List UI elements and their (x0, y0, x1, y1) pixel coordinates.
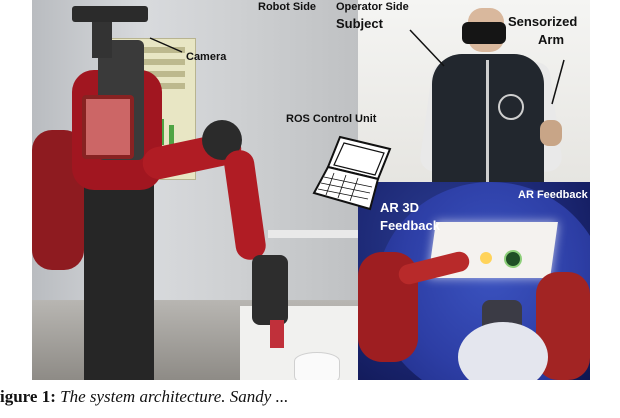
camera-pointer-line (149, 37, 183, 53)
ar-feedback-label: AR Feedback (518, 189, 588, 201)
operator-side-photo (358, 0, 590, 182)
robot-side-label: Robot Side (258, 1, 317, 13)
ros-control-unit-label: ROS Control Unit (286, 113, 377, 125)
camera-mount (92, 22, 112, 58)
camera-device (72, 6, 148, 22)
emblem (498, 94, 524, 120)
hand (540, 120, 562, 146)
ar-marker-green (504, 250, 522, 268)
caption-label: igure 1: (0, 387, 56, 406)
sensorized-arm-label-line2: Arm (538, 32, 565, 47)
robot-side-photo (32, 0, 358, 380)
ar-3d-feedback-label: AR 3D (380, 200, 420, 215)
subject-label: Subject (336, 16, 383, 31)
operator-side-label: Operator Side (336, 1, 409, 13)
cup (294, 352, 340, 380)
figure-caption: igure 1: The system architecture. Sandy … (0, 387, 620, 407)
zipper (486, 60, 489, 182)
ar-feedback-view (358, 182, 590, 380)
figure-photo (32, 0, 590, 380)
desk (268, 230, 358, 238)
laptop-icon (312, 135, 392, 211)
robot-gripper (270, 320, 284, 348)
ar-robot-head (458, 322, 548, 380)
caption-text: The system architecture. Sandy ... (55, 387, 289, 406)
camera-label: Camera (186, 51, 227, 63)
ar-marker-yellow (480, 252, 492, 264)
robot-arm-wrist (252, 255, 288, 325)
pointer-lines (409, 29, 565, 105)
sensorized-arm-label: Sensorized (508, 14, 578, 29)
robot-head-screen (82, 95, 134, 159)
vr-headset (462, 22, 506, 44)
ar-3d-feedback-label-line2: Feedback (380, 218, 440, 233)
